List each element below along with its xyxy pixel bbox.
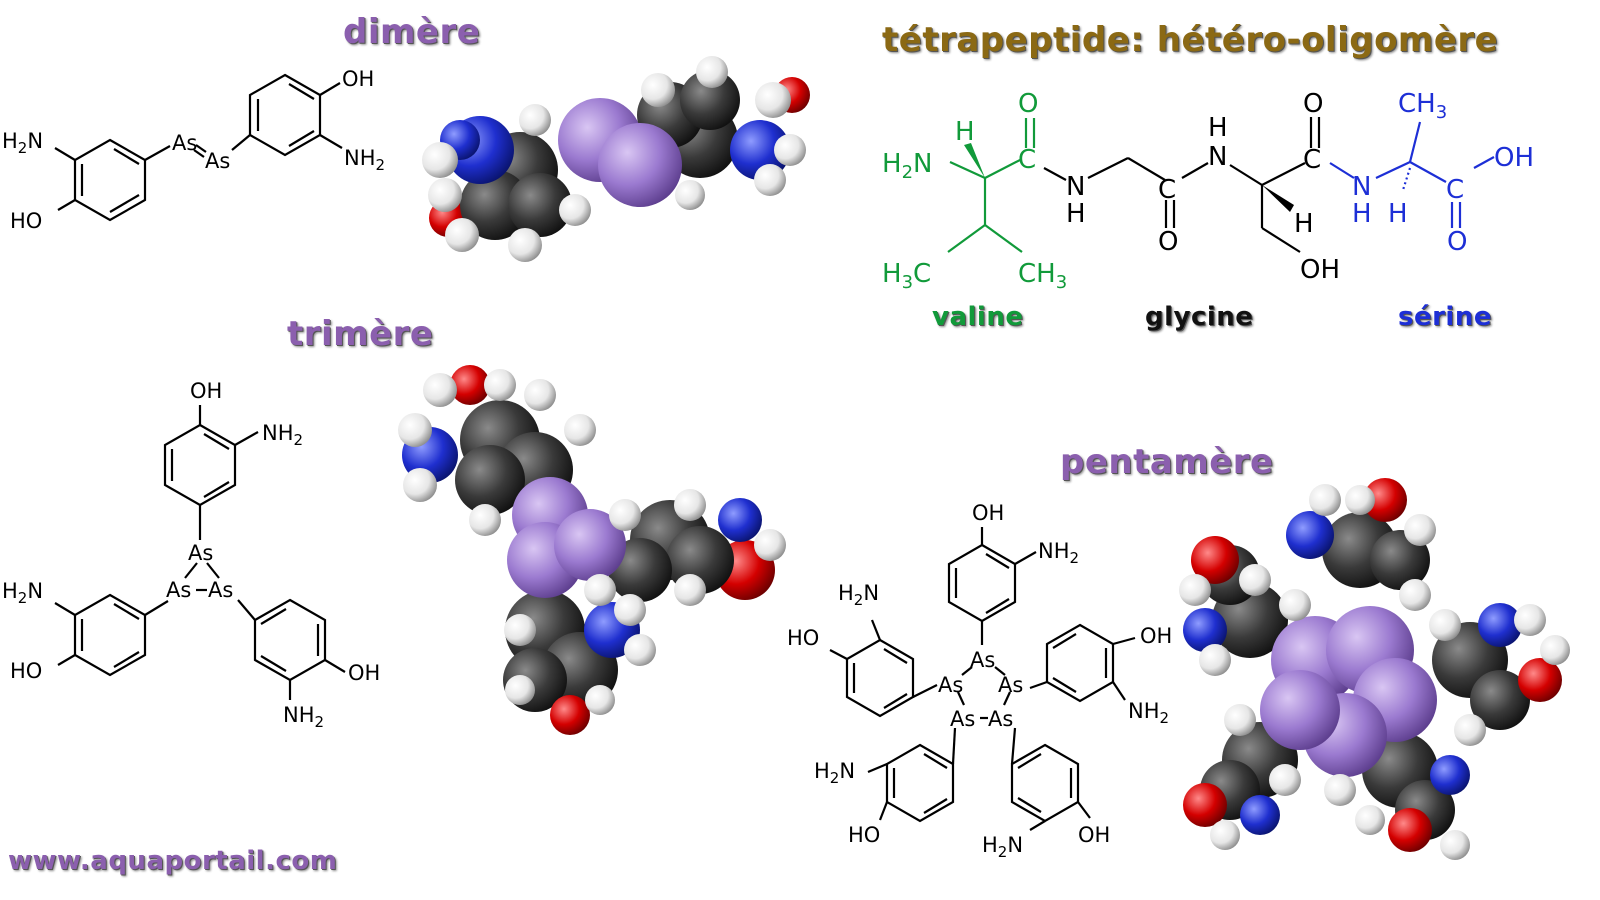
trimer-structure: OH NH2 As As As H2N HO OH NH2 [2,379,380,731]
dimer-ho-left: HO [10,209,42,233]
pentamer-as-4: As [950,707,975,731]
pentamer-left-ho: HO [787,626,819,650]
pentamer-title: pentamère [1060,442,1274,482]
valine-h3c: H3C [882,259,931,293]
valine-o: O [1018,89,1038,119]
pentamer-br-nh2: H2N [982,833,1023,861]
trimer-as-right: As [208,578,233,602]
glycine-c: C [1158,175,1176,205]
valine-label: valine [932,302,1024,332]
pentamer-as-5: As [988,707,1013,731]
serine-nh-h: H [1208,113,1228,143]
pentamer-bl-ho: HO [848,823,880,847]
pentamer-top-nh2: NH2 [1038,539,1079,567]
glycine-label: glycine [1145,302,1254,332]
serine-c: C [1303,145,1321,175]
serine-cooh-oh: OH [1494,143,1534,173]
website-url[interactable]: www.aquaportail.com [8,846,338,876]
pentamer-as-3: As [998,673,1023,697]
tetrapeptide-title: tétrapeptide: hétéro-oligomère [882,20,1499,60]
valine-h: H [955,117,975,147]
serine-o2: O [1447,227,1467,257]
pentamer-right-oh: OH [1140,624,1172,648]
trimer-left-ho: HO [10,659,42,683]
dimer-structure: H2N HO As As OH NH2 [2,67,385,233]
trimer-left-nh2: H2N [2,579,43,607]
pentamer-as-1: As [970,648,995,672]
pentamer-bl-nh2: H2N [814,759,855,787]
glycine-n: N [1066,172,1085,202]
pentamer-structure: OH NH2 H2N HO As As As As As OH NH2 H2N … [787,501,1172,861]
tetrapeptide-structure: H2N H O C H3C CH3 N H C O [882,89,1534,293]
pentamer-top-oh: OH [972,501,1004,525]
trimer-top-nh2: NH2 [262,421,303,449]
serine-n2-h: H [1352,199,1372,229]
trimer-spacefill-model [398,365,786,735]
dimer-nh2-left: H2N [2,129,43,157]
serine-oh: OH [1300,255,1340,285]
pentamer-br-oh: OH [1078,823,1110,847]
trimer-right-nh2: NH2 [283,703,324,731]
glycine-o: O [1158,227,1178,257]
serine-ch3: CH3 [1398,89,1447,123]
glycine-nh-h: H [1066,199,1086,229]
dimer-as-1: As [172,131,197,155]
serine-alpha-h: H [1388,199,1408,229]
serine-n2: N [1352,172,1371,202]
valine-ch3: CH3 [1018,259,1067,293]
pentamer-left-nh2: H2N [838,581,879,609]
serine-n: N [1208,142,1227,172]
dimer-nh2-right: NH2 [344,146,385,174]
dimer-oh-right: OH [342,67,374,91]
dimer-spacefill-model [422,56,810,262]
dimer-title: dimère [343,12,481,52]
trimer-right-oh: OH [348,661,380,685]
serine-c2: C [1446,175,1464,205]
serine-o: O [1303,89,1323,119]
trimer-as-top: As [188,541,213,565]
dimer-as-2: As [205,149,230,173]
valine-c: C [1018,145,1036,175]
valine-h2n: H2N [882,149,932,183]
trimer-as-left: As [166,578,191,602]
trimer-top-oh: OH [190,379,222,403]
trimer-title: trimère [287,314,434,354]
pentamer-spacefill-model [1179,478,1570,860]
pentamer-as-2: As [938,673,963,697]
serine-label: sérine [1398,302,1492,332]
serine-h: H [1294,209,1314,239]
pentamer-right-nh2: NH2 [1128,699,1169,727]
